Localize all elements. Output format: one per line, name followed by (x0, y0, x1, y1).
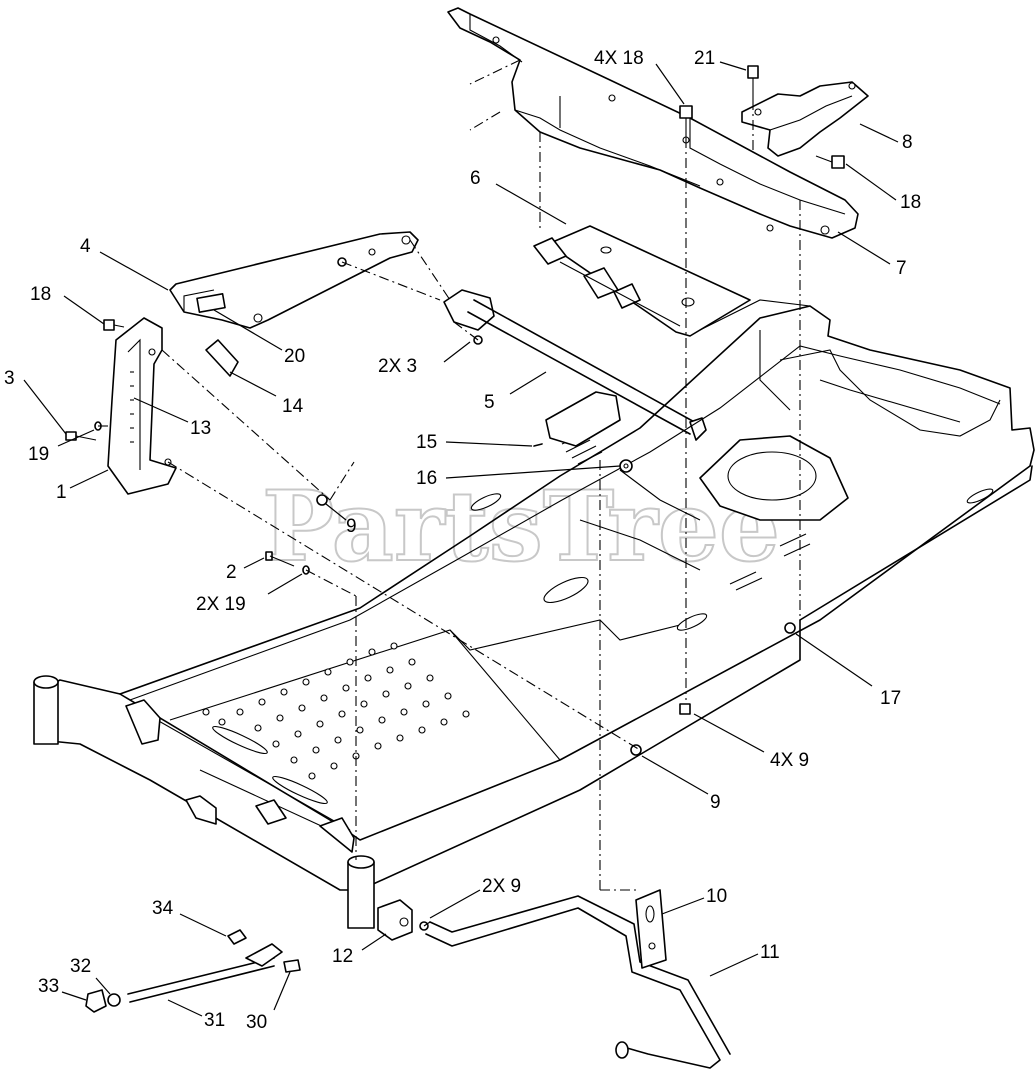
callout-15: 15 (416, 432, 437, 453)
part-block (377, 899, 429, 941)
washer-16 (619, 459, 633, 473)
callout-14: 14 (282, 396, 304, 417)
bolt-2 (265, 551, 310, 575)
bolt-3-left (65, 421, 102, 441)
callout-2x19: 2X 19 (196, 594, 246, 615)
callout-3: 3 (4, 368, 15, 389)
part-mount-block (545, 391, 621, 447)
callout-31: 31 (204, 1010, 225, 1031)
callout-30: 30 (246, 1012, 267, 1033)
nut-9-upper (316, 494, 328, 506)
watermark: PartsTree (262, 470, 780, 583)
assembly-centerlines (98, 59, 801, 927)
callout-1: 1 (56, 482, 67, 503)
bolt-21 (747, 65, 759, 100)
callout-21: 21 (694, 48, 715, 69)
callout-9-lower: 9 (710, 792, 721, 813)
callout-13: 13 (190, 418, 211, 439)
part-pad (205, 339, 239, 377)
callout-6: 6 (470, 168, 481, 189)
callout-2x9: 2X 9 (482, 876, 521, 897)
callout-12: 12 (332, 946, 353, 967)
callout-32: 32 (70, 956, 91, 977)
callout-10: 10 (706, 886, 727, 907)
callout-5: 5 (484, 392, 495, 413)
callout-33: 33 (38, 976, 59, 997)
nut-17 (784, 622, 796, 634)
part-shaft (443, 289, 707, 441)
callout-19: 19 (28, 444, 49, 465)
part-pedal-bracket (107, 317, 177, 495)
callout-2x3: 2X 3 (378, 356, 417, 377)
callout-7: 7 (896, 258, 907, 279)
part-rod-31 (85, 929, 301, 1013)
floor-perforations (202, 642, 470, 780)
part-lift-rod (425, 889, 731, 1069)
callout-34: 34 (152, 898, 174, 919)
callout-9-upper: 9 (346, 516, 357, 537)
part-upper-bracket (447, 7, 859, 239)
callout-4: 4 (80, 236, 91, 257)
callout-8: 8 (902, 132, 913, 153)
callout-labels: 4X 18 21 8 18 7 6 4 18 20 2X 3 3 14 13 5… (4, 48, 921, 1033)
callout-18-top: 18 (900, 192, 921, 213)
callout-20: 20 (284, 346, 305, 367)
leader-lines (23, 61, 899, 1017)
part-plate (533, 225, 751, 337)
callout-11: 11 (760, 942, 780, 963)
callout-18-left: 18 (30, 284, 51, 305)
callout-4x18: 4X 18 (594, 48, 644, 69)
callout-17: 17 (880, 688, 901, 709)
part-frame (33, 299, 1035, 929)
bolt-18-left (103, 319, 125, 331)
bolt-4x18 (679, 105, 693, 138)
callout-16: 16 (416, 468, 437, 489)
callout-2: 2 (226, 562, 237, 583)
bolt-18-upper (815, 155, 845, 169)
callout-4x9: 4X 9 (770, 750, 809, 771)
part-small-bracket (741, 81, 869, 157)
nut-9-lower (630, 744, 642, 756)
nut-4x9 (679, 703, 691, 715)
pin-15 (533, 443, 543, 447)
part-upper-arm (169, 231, 419, 329)
